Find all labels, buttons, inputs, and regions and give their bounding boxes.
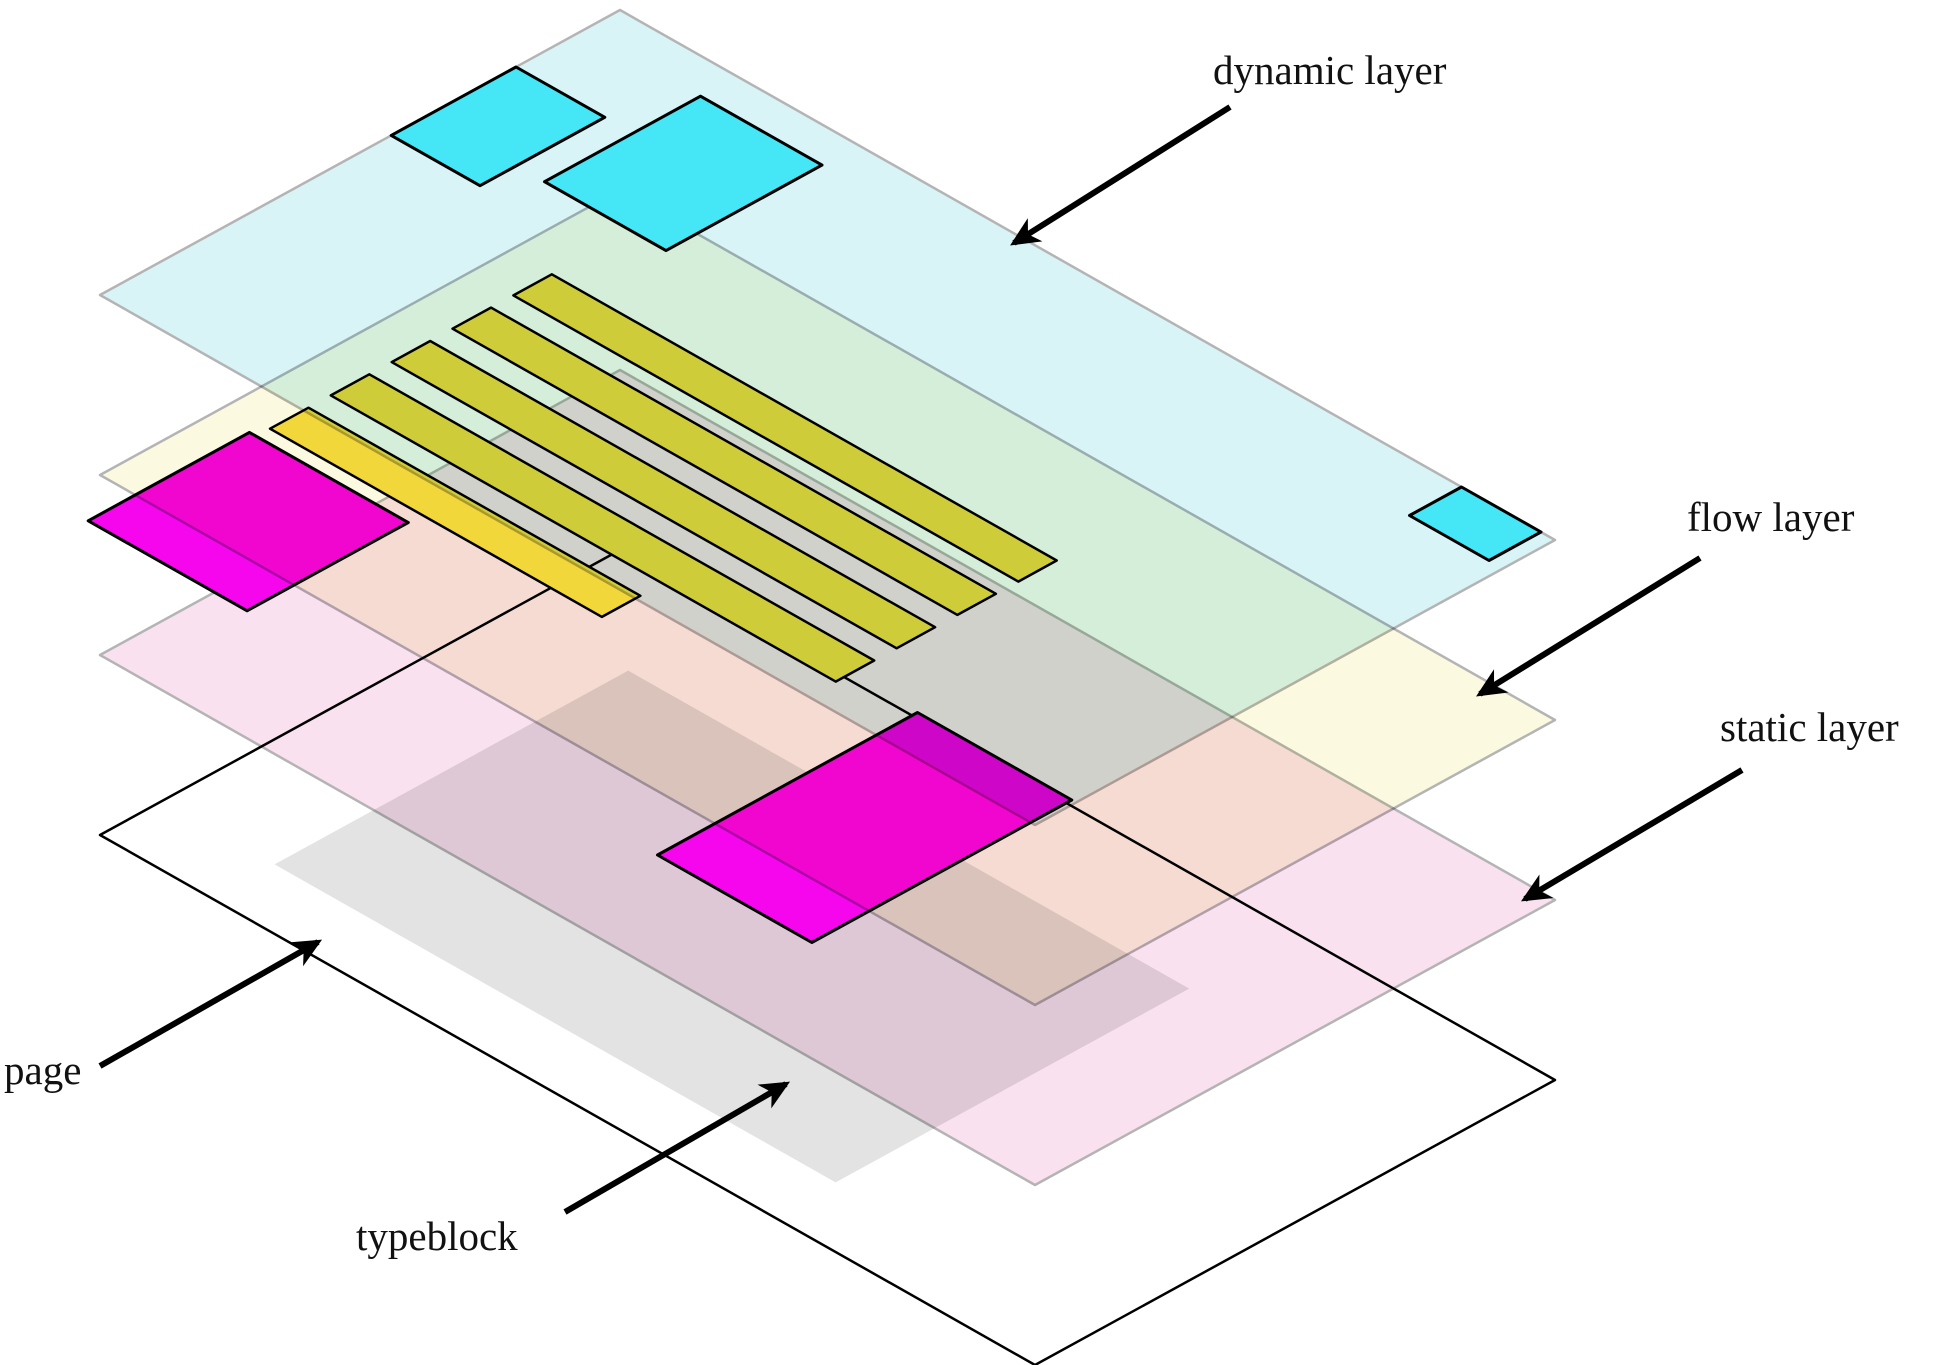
label-dynamic-layer: dynamic layer: [1213, 47, 1447, 93]
arrow-flow-layer: [1476, 555, 1702, 697]
arrow-dynamic-layer: [1010, 104, 1232, 246]
dynamic-layer-group: [98, 8, 1557, 827]
dynamic-box-top-center: [543, 94, 824, 253]
dynamic-box-right: [1408, 485, 1543, 562]
arrow-static-layer: [1520, 767, 1744, 902]
label-typeblock: typeblock: [356, 1213, 518, 1259]
dynamic-box-top-left: [389, 65, 607, 188]
label-flow-layer: flow layer: [1687, 494, 1855, 540]
label-static-layer: static layer: [1720, 704, 1899, 750]
arrow-typeblock: [563, 1081, 791, 1215]
arrow-page: [98, 939, 323, 1069]
dynamic-layer-plane: [98, 8, 1557, 827]
label-page: page: [4, 1047, 82, 1093]
